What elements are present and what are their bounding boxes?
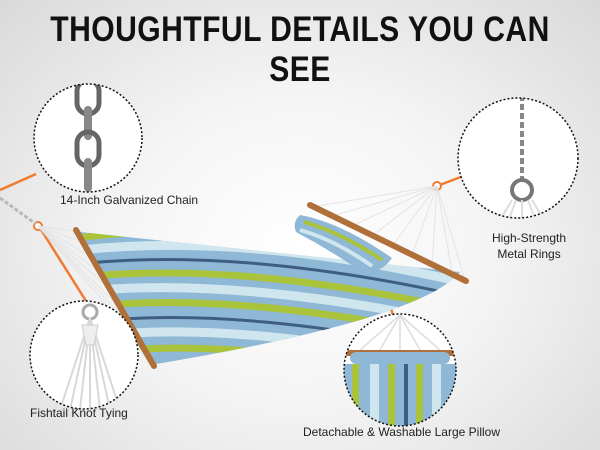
chain-caption: 14-Inch Galvanized Chain: [60, 193, 199, 207]
rings-caption-line1: High-Strength: [492, 231, 567, 245]
tying-caption: Fishtail Knot Tying: [30, 406, 128, 420]
metal-ring-icon: [499, 98, 545, 218]
chain-link-icon: [74, 84, 102, 192]
rings-inset: [457, 97, 579, 219]
pillow-caption: Detachable & Washable Large Pillow: [303, 425, 500, 439]
pillow-inset: [343, 313, 457, 427]
spreader-bars: [73, 202, 469, 369]
left-chain: [0, 196, 37, 226]
chain-inset: [33, 83, 143, 193]
rings-caption: High-Strength Metal Rings: [492, 230, 566, 262]
headline: THOUGHTFUL DETAILS YOU CAN SEE: [50, 10, 550, 89]
knot-inset: [29, 300, 139, 410]
rings-caption-line2: Metal Rings: [497, 247, 561, 261]
right-strings: [311, 185, 466, 281]
fishtail-knot-icon: [59, 303, 121, 409]
pillow: [294, 215, 392, 273]
